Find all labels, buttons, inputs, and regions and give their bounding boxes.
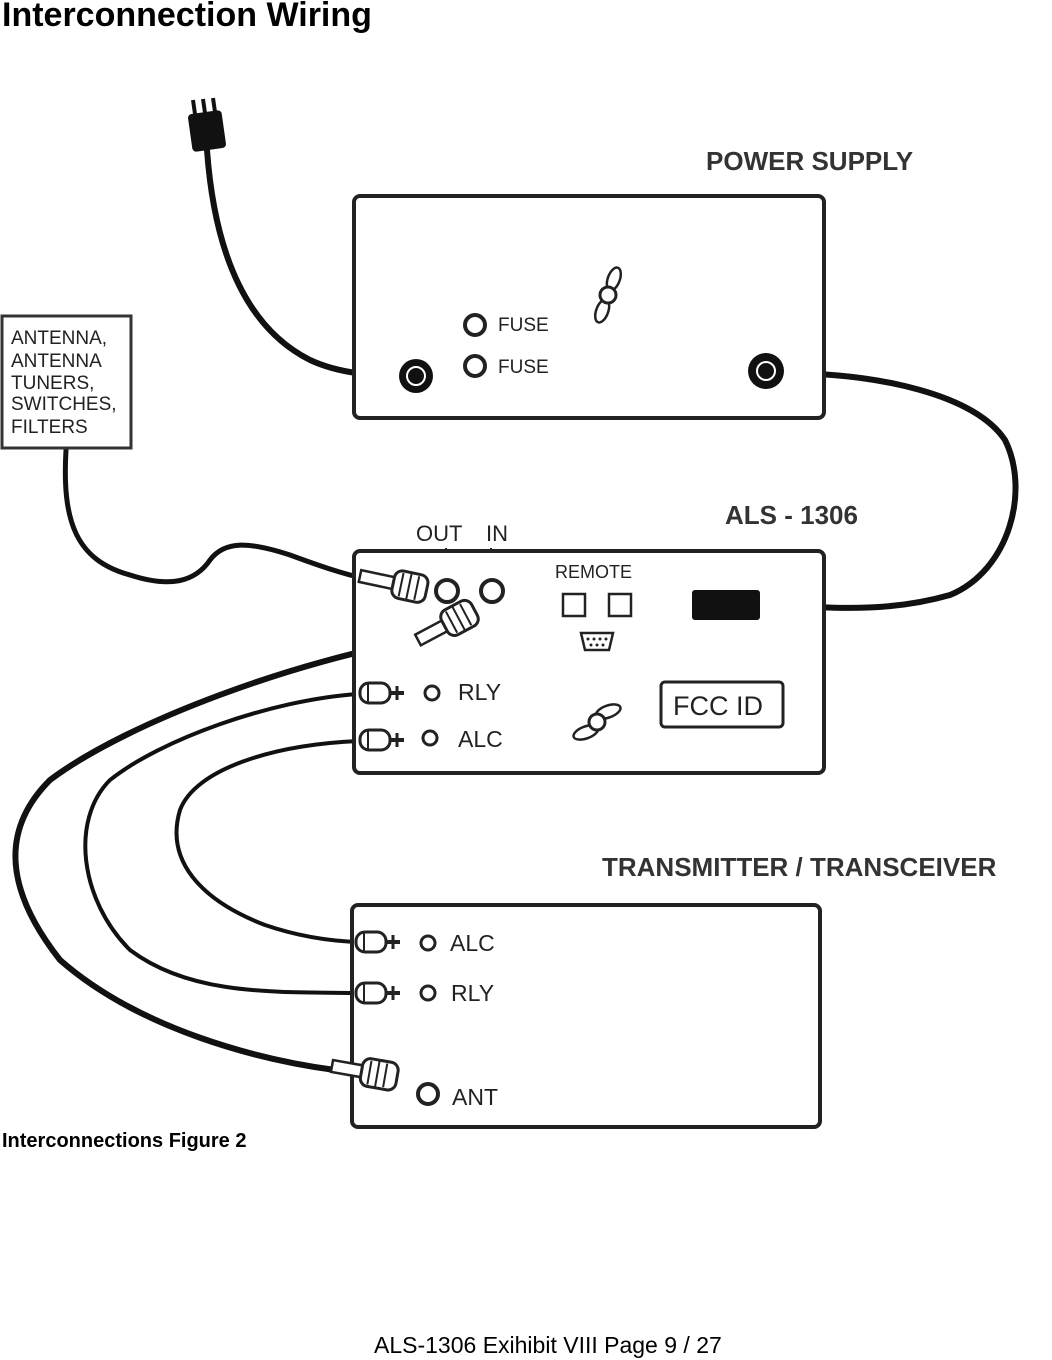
rly-rca-plug-icon xyxy=(358,681,406,705)
remote-label: REMOTE xyxy=(555,562,632,582)
antenna-box: ANTENNA, ANTENNA TUNERS, SWITCHES, FILTE… xyxy=(0,314,133,450)
rly-label: RLY xyxy=(458,679,501,705)
rly-cable xyxy=(83,692,360,995)
ac-plug xyxy=(188,97,226,152)
ant-jack-icon xyxy=(416,1082,440,1106)
fuse-holder-icon xyxy=(463,354,487,378)
antenna-pl259-plug-icon xyxy=(329,1057,400,1092)
amplifier-title: ALS - 1306 xyxy=(725,500,858,530)
antenna-box-line: TUNERS, xyxy=(11,373,94,394)
alc-cable xyxy=(174,739,360,944)
fuse-holder-icon xyxy=(463,313,487,337)
alc-label: ALC xyxy=(458,726,503,752)
fan-icon xyxy=(572,703,622,741)
fcc-id-plate xyxy=(659,680,785,729)
fan-icon xyxy=(593,266,623,324)
alc-rca-plug-icon xyxy=(354,930,402,954)
cables xyxy=(12,147,1019,1073)
rf-input-pl259-plug-icon xyxy=(413,598,480,647)
antenna-box-line: FILTERS xyxy=(11,417,88,438)
rly-jack-icon xyxy=(423,684,441,702)
antenna-cable xyxy=(62,447,369,585)
fcc-id-label: FCC ID xyxy=(673,691,763,721)
supply-to-amp-cable xyxy=(755,370,1019,611)
transceiver-ant-label: ANT xyxy=(452,1084,498,1110)
in-label: IN xyxy=(486,521,508,546)
amplifier-unit: ALS - 1306 OUT IN REMOTE RLY ALC FCC ID xyxy=(352,500,858,775)
figure-caption: Interconnections Figure 2 xyxy=(2,1130,247,1152)
alc-jack-icon xyxy=(421,729,439,747)
remote-switch-icon xyxy=(607,592,633,618)
dc-output-jack-icon xyxy=(748,353,784,389)
out-label: OUT xyxy=(416,521,462,546)
dc-power-plug xyxy=(692,590,760,620)
fuse-label: FUSE xyxy=(498,315,549,336)
page-heading: Interconnection Wiring xyxy=(2,0,372,34)
antenna-pl259-plug-icon xyxy=(357,568,430,604)
alc-rca-plug-icon xyxy=(358,728,406,752)
rf-in-jack-icon xyxy=(479,578,505,604)
rly-jack-icon xyxy=(419,984,437,1002)
transceiver-rly-label: RLY xyxy=(451,980,494,1006)
ac-input-jack-icon xyxy=(399,359,433,393)
page-footer: ALS-1306 Exihibit VIII Page 9 / 27 xyxy=(374,1332,722,1358)
transceiver-alc-label: ALC xyxy=(450,930,495,956)
alc-jack-icon xyxy=(419,934,437,952)
fuse-label: FUSE xyxy=(498,357,549,378)
remote-db9-connector-icon xyxy=(579,631,615,652)
rf-input-cable xyxy=(12,637,421,1073)
antenna-box-line: ANTENNA, xyxy=(11,328,107,349)
transceiver-title: TRANSMITTER / TRANSCEIVER xyxy=(602,852,997,882)
transceiver-unit: TRANSMITTER / TRANSCEIVER ALC RLY ANT xyxy=(329,852,997,1129)
rly-rca-plug-icon xyxy=(354,981,402,1005)
antenna-box-line: SWITCHES, xyxy=(11,394,117,415)
antenna-box-line: ANTENNA xyxy=(11,351,102,372)
power-supply-unit: POWER SUPPLY FUSE FUSE xyxy=(352,146,913,420)
rf-out-jack-icon xyxy=(434,578,460,604)
remote-switch-icon xyxy=(561,592,587,618)
power-supply-title: POWER SUPPLY xyxy=(706,146,913,176)
